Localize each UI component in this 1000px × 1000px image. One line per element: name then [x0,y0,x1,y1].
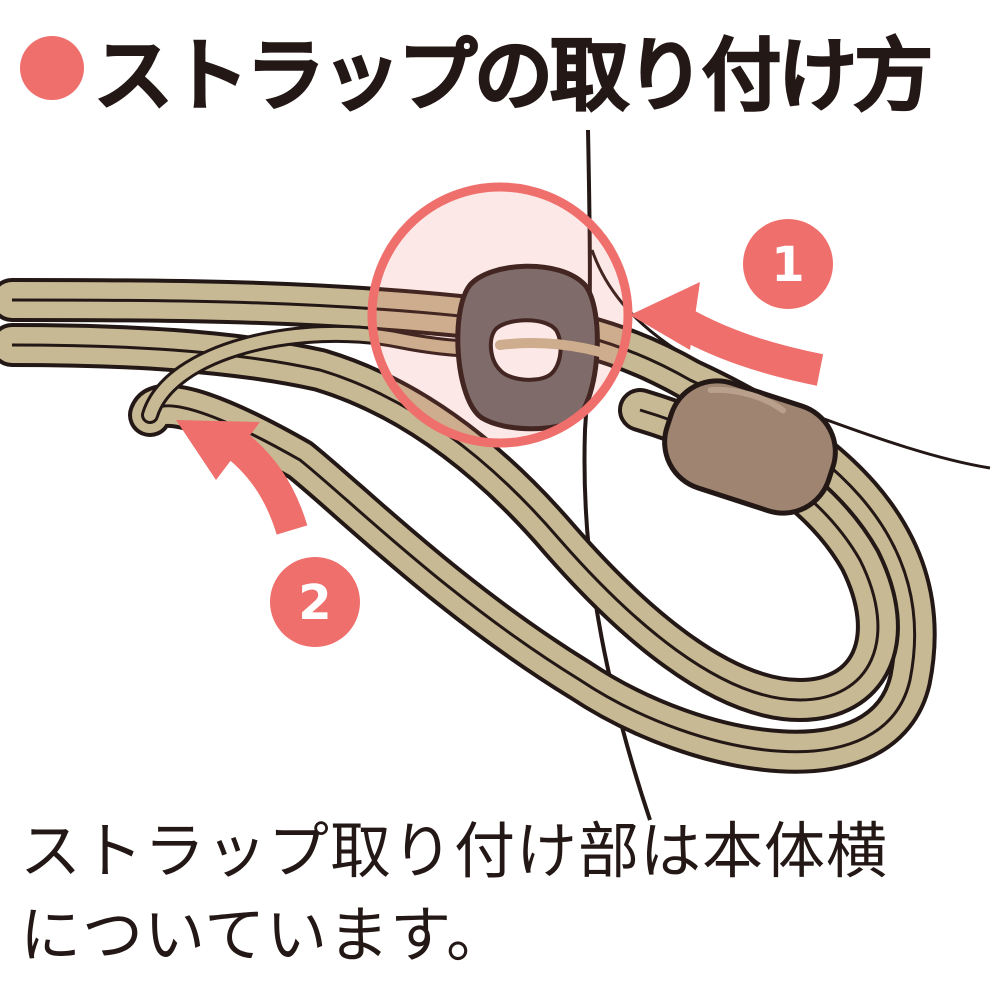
page-title: ストラップの取り付け方 [20,18,930,118]
caption-line-2: についています。 [20,894,985,978]
highlight-circle [372,187,628,443]
title-text: ストラップの取り付け方 [94,11,930,126]
step-2-badge: 2 [270,557,360,647]
caption: ストラップ取り付け部は本体横 についています。 [20,810,985,978]
step-1-number: 1 [771,237,804,293]
title-bullet-icon [20,36,84,100]
step-2-number: 2 [298,575,331,631]
caption-line-1: ストラップ取り付け部は本体横 [20,810,985,894]
step-1-badge: 1 [743,219,833,309]
